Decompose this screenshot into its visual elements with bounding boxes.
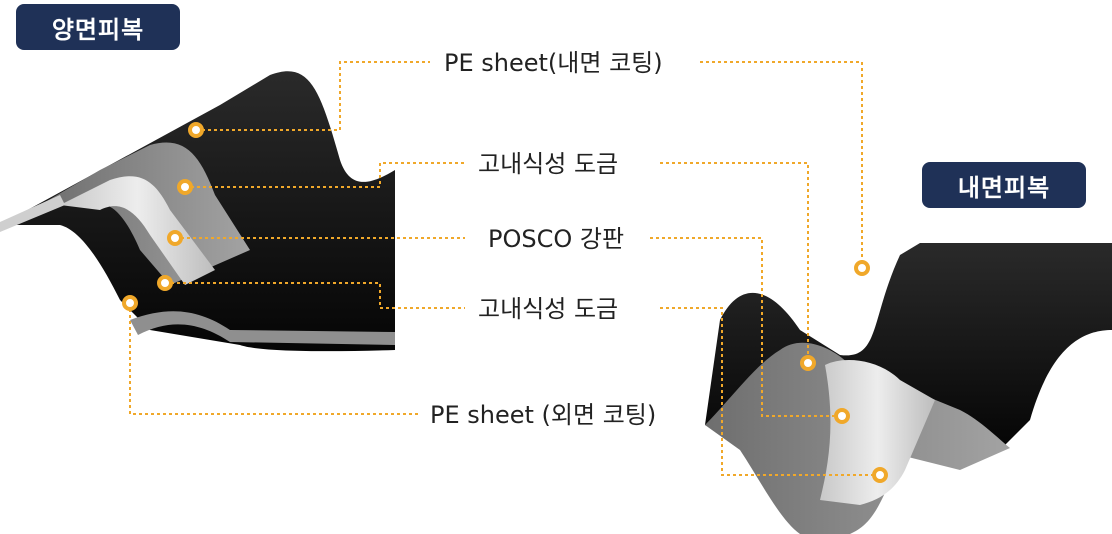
marker-plating-bottom-left (157, 275, 173, 291)
marker-pe-inner-left (188, 122, 204, 138)
leader-plating-bottom-right (660, 307, 880, 476)
label-posco-steel: POSCO 강판 (488, 225, 625, 253)
label-plating-bottom: 고내식성 도금 (478, 295, 619, 323)
marker-plating-bottom-right (872, 467, 888, 483)
marker-posco-left (167, 230, 183, 246)
posco-steel-right (820, 360, 935, 505)
label-pe-outer: PE sheet (외면 코팅) (430, 401, 657, 429)
marker-plating-top-left (177, 179, 193, 195)
leader-pe-outer (129, 303, 418, 415)
inner-side-badge: 내면피복 (922, 162, 1086, 208)
leader-pe-inner-right (700, 61, 863, 268)
double-side-badge: 양면피복 (16, 4, 180, 50)
leader-plating-bottom-left (165, 282, 465, 309)
marker-plating-top-right (800, 355, 816, 371)
markers (122, 122, 888, 483)
leader-posco-right (650, 237, 842, 417)
marker-posco-right (834, 408, 850, 424)
leader-plating-top-right (660, 162, 809, 363)
posco-steel-left (60, 176, 215, 285)
double-coated-sheet (0, 71, 395, 352)
marker-pe-inner-right (854, 260, 870, 276)
inner-coated-sheet (705, 243, 1112, 534)
pe-inner-coating-right (705, 243, 1112, 450)
plating-layer-lower-left (130, 311, 395, 345)
label-plating-top: 고내식성 도금 (478, 150, 619, 178)
marker-pe-outer (122, 295, 138, 311)
leader-plating-top-left (185, 162, 465, 188)
leader-lines (129, 61, 880, 476)
leader-pe-inner-left (196, 61, 430, 131)
label-pe-inner: PE sheet(내면 코팅) (444, 49, 663, 77)
